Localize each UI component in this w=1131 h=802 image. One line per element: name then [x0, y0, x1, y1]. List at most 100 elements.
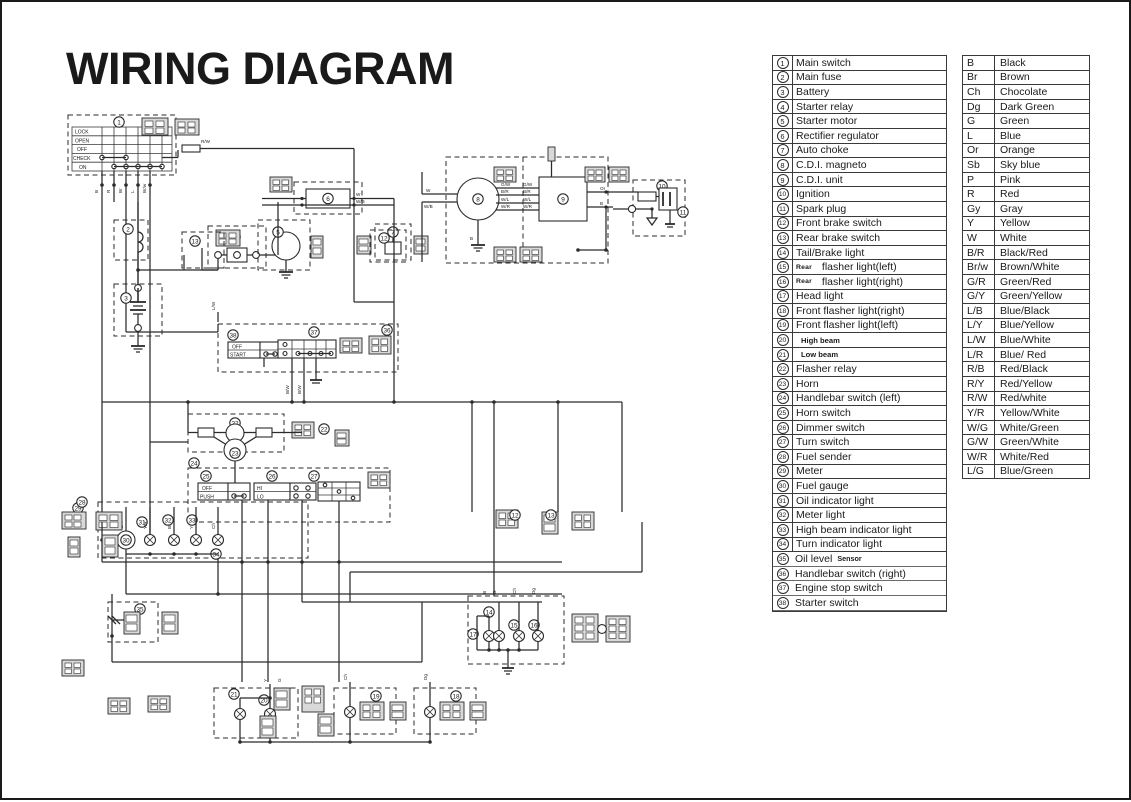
svg-text:3: 3 [124, 295, 128, 302]
color-name: Brown/White [1000, 261, 1060, 274]
component-head-light: 21 20 Y G [213, 678, 335, 744]
svg-text:1: 1 [117, 119, 121, 126]
component-fuel-sender: 28 [76, 496, 88, 508]
component-front-flasher-left: 19 Ch [333, 674, 407, 744]
color-abbreviation: Sb [963, 158, 995, 172]
legend-item-number: 21 [773, 347, 793, 362]
svg-text:B: B [94, 190, 99, 193]
component-ignition-sparkplug: 10 11 [613, 179, 689, 237]
legend-item-number: 2 [773, 70, 793, 85]
svg-text:17: 17 [469, 631, 477, 638]
svg-text:W/L: W/L [523, 197, 532, 202]
svg-text:Y: Y [263, 679, 268, 682]
svg-text:W/R: W/R [523, 204, 533, 209]
svg-text:37: 37 [310, 329, 318, 336]
svg-text:14: 14 [485, 609, 493, 616]
legend-item-label: Low beam [793, 348, 946, 362]
circled-number-icon: 32 [776, 509, 789, 522]
circled-number-icon: 14 [776, 246, 789, 259]
legend-item-number: 4 [773, 99, 793, 114]
component-auto-choke: 7 [356, 223, 429, 261]
color-name: Blue/Green [1000, 465, 1054, 478]
svg-text:11: 11 [680, 209, 687, 216]
legend-item-number: 33 [773, 523, 793, 537]
circled-number-icon: 16 [776, 275, 789, 288]
svg-text:LO: LO [257, 494, 264, 500]
color-name: Green/White [1000, 436, 1059, 449]
legend-item-prefix: Rear [796, 278, 812, 286]
legend-item-number: 16 [773, 274, 793, 289]
legend-item-number: 37 [773, 581, 792, 595]
svg-text:Ch: Ch [211, 523, 216, 529]
legend-item-text: Head light [796, 290, 844, 303]
legend-item-number: 14 [773, 245, 793, 260]
circled-number-icon: 22 [776, 363, 789, 376]
legend-item-number: 1 [773, 56, 793, 70]
legend-item-text: Front flasher light(right) [796, 304, 905, 317]
legend-item-number: 29 [773, 464, 793, 479]
svg-text:Ch: Ch [343, 674, 348, 680]
svg-text:18: 18 [452, 693, 460, 700]
legend-item-label: Battery [793, 85, 946, 99]
legend-row: 22 Flasher relay [773, 362, 946, 378]
legend-item-text: Low beam [801, 350, 839, 360]
svg-text:W: W [356, 192, 361, 197]
legend-item-text: Turn indicator light [796, 538, 882, 551]
svg-text:29: 29 [74, 505, 82, 512]
legend-item-suffix: Sensor [837, 554, 862, 564]
legend-item-text: Handlebar switch (right) [795, 567, 906, 580]
legend-row: 30 Fuel gauge [773, 479, 946, 494]
circled-number-icon: 9 [776, 173, 789, 186]
circled-number-icon: 13 [776, 231, 789, 244]
legend-item-label: C.D.I. magneto [793, 158, 946, 172]
svg-text:B/R: B/R [523, 189, 531, 194]
color-abbreviation: Br [963, 70, 995, 85]
color-abbreviation: G/R [963, 274, 995, 289]
legend-item-number: 26 [773, 420, 793, 435]
legend-item-text: Fuel gauge [796, 480, 849, 493]
component-main-switch: 1 LOCK OPEN OFF CHECK ON [67, 114, 177, 522]
legend-item-text: Flasher relay [796, 363, 857, 376]
color-name: Black/Red [1000, 246, 1048, 259]
circled-number-icon: 7 [776, 144, 789, 157]
svg-text:ON: ON [79, 165, 87, 171]
svg-text:36: 36 [383, 327, 391, 334]
color-name: Dark Green [1000, 100, 1055, 113]
legend-item-text: Engine stop switch [795, 582, 883, 595]
legend-item-label: Starter switch [792, 596, 946, 610]
legend-item-label: Head light [793, 290, 946, 304]
svg-text:26: 26 [268, 473, 276, 480]
circled-number-icon: 30 [776, 480, 789, 493]
svg-text:21: 21 [230, 691, 238, 698]
legend-item-number: 12 [773, 216, 793, 231]
component-oil-level-sensor: 35 [107, 594, 179, 662]
legend-item-label: Turn switch [793, 435, 946, 449]
legend-item-text: Front brake switch [796, 217, 882, 230]
legend-item-text: Starter switch [795, 596, 859, 609]
legend-item-label: Ignition [793, 187, 946, 201]
coupler-group-misc: 12 13 [61, 509, 595, 715]
svg-text:6: 6 [326, 196, 330, 203]
color-abbreviation: G/W [963, 435, 995, 450]
svg-text:13: 13 [191, 238, 199, 245]
svg-text:24: 24 [190, 460, 198, 467]
color-abbreviation: R/B [963, 362, 995, 377]
